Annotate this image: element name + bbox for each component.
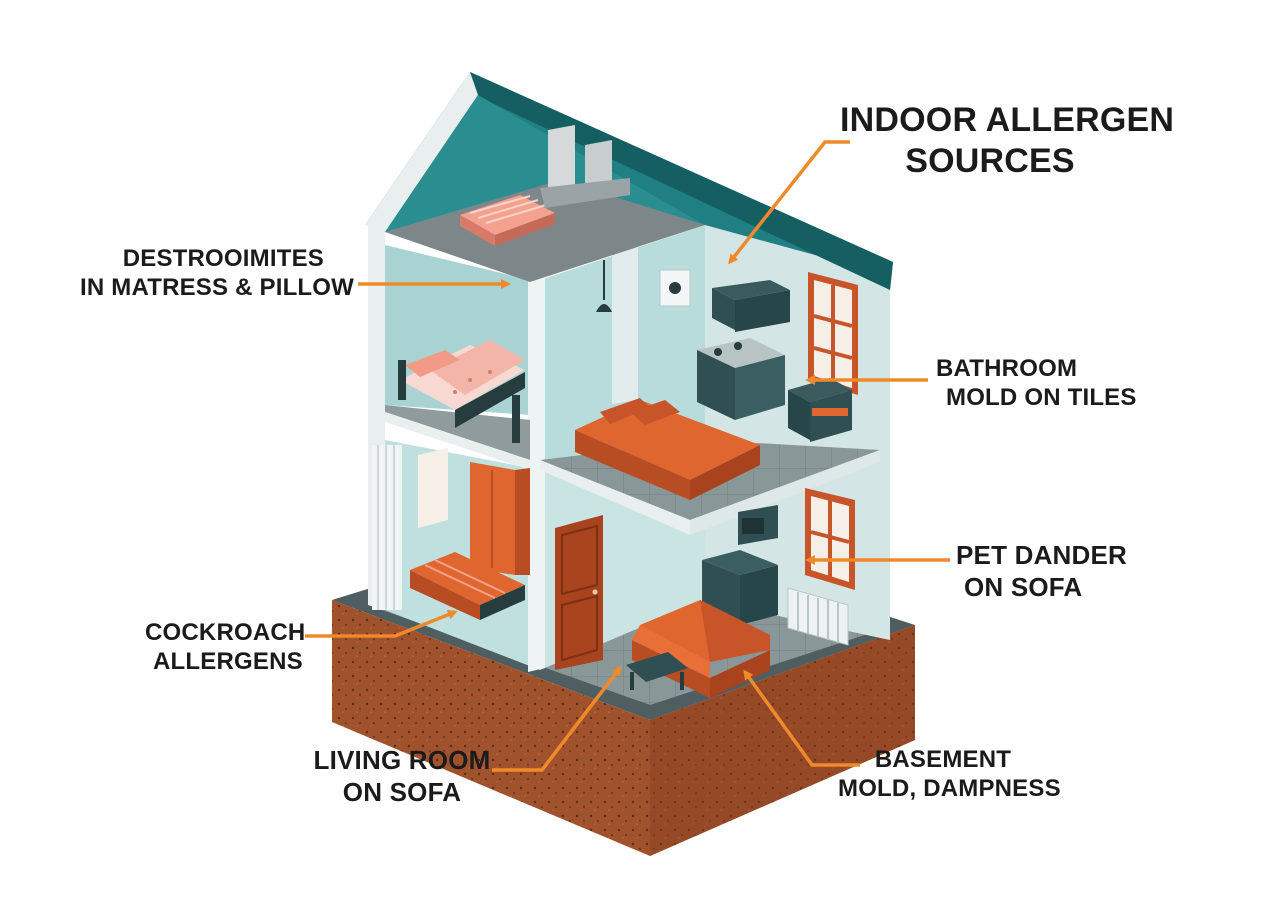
label-dust-mites-line-2: IN MATRESS & PILLOW [80, 273, 352, 302]
label-pet-dander-line-1: PET DANDER [956, 540, 1127, 572]
label-pet-dander-line-2: ON SOFA [956, 572, 1127, 604]
label-cockroach: COCKROACH ALLERGENS [145, 618, 305, 677]
label-basement: BASEMENT MOLD, DAMPNESS [838, 745, 1048, 804]
label-bathroom: BATHROOM MOLD ON TILES [936, 354, 1137, 413]
window-upper-right [808, 272, 858, 395]
window-lower-right [805, 488, 855, 590]
label-dust-mites-line-1: DESTROOIMITES [80, 244, 352, 273]
kitchen-stove [697, 338, 785, 420]
title-line-2: SOURCES [840, 141, 1140, 182]
label-cockroach-line-2: ALLERGENS [145, 647, 305, 676]
label-bathroom-line-1: BATHROOM [936, 354, 1137, 383]
microwave [738, 505, 778, 545]
bathroom-cabinet [788, 378, 852, 442]
label-living-room: LIVING ROOM ON SOFA [312, 745, 492, 808]
label-bathroom-line-2: MOLD ON TILES [936, 383, 1137, 412]
label-living-room-line-2: ON SOFA [312, 777, 492, 809]
label-pet-dander: PET DANDER ON SOFA [956, 540, 1127, 603]
diagram-title: INDOOR ALLERGEN SOURCES [840, 100, 1140, 183]
label-basement-line-1: BASEMENT [838, 745, 1048, 774]
window-lower-left [418, 448, 448, 528]
curtain [372, 445, 402, 610]
sun-wall-art [660, 270, 690, 306]
label-basement-line-2: MOLD, DAMPNESS [838, 774, 1048, 803]
label-dust-mites: DESTROOIMITES IN MATRESS & PILLOW [80, 244, 352, 303]
door [555, 515, 603, 670]
wardrobe [470, 462, 530, 575]
label-cockroach-line-1: COCKROACH [145, 618, 305, 647]
title-line-1: INDOOR ALLERGEN [840, 100, 1140, 141]
label-living-room-line-1: LIVING ROOM [312, 745, 492, 777]
